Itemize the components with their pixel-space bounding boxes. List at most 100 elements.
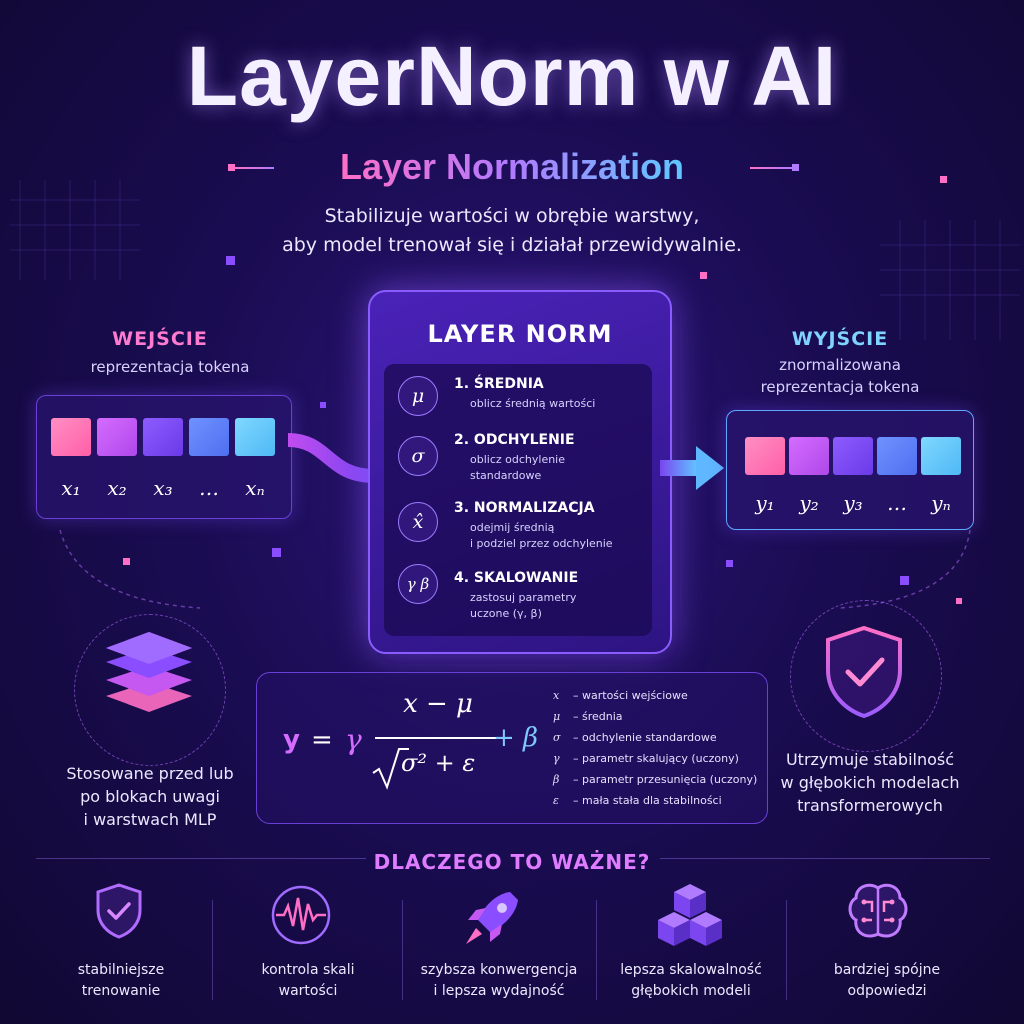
sparkle xyxy=(272,548,281,557)
cubes-icon xyxy=(658,884,722,946)
left-note: Stosowane przed lub po blokach uwagi i w… xyxy=(40,762,260,831)
sigma-icon: σ xyxy=(398,436,438,476)
layer-norm-steps: μ 1. ŚREDNIA oblicz średnią wartości σ 2… xyxy=(384,364,652,636)
why-item-line: trenowanie xyxy=(81,983,161,999)
left-note-line: i warstwach MLP xyxy=(83,810,217,829)
layer-norm-card: LAYER NORM μ 1. ŚREDNIA oblicz średnią w… xyxy=(368,290,672,654)
output-cube xyxy=(833,437,873,475)
sqrt-sign xyxy=(372,748,409,790)
shield-check-icon xyxy=(826,625,902,719)
legend-item: σ – odchylenie standardowe xyxy=(553,727,763,748)
why-item-line: głębokich modeli xyxy=(631,983,751,999)
rocket-icon xyxy=(466,892,518,944)
formula-numerator: x − μ xyxy=(403,689,473,719)
formula-beta: + β xyxy=(493,723,539,753)
divider-dot xyxy=(228,164,235,171)
output-vector-box: y₁ y₂ y₃ … yₙ xyxy=(726,410,974,530)
column-divider xyxy=(402,900,403,1000)
input-cube xyxy=(97,418,137,456)
why-item-line: i lepsza wydajność xyxy=(433,983,565,999)
why-item-line: kontrola skali xyxy=(261,962,355,978)
input-cube xyxy=(235,418,275,456)
output-label: yₙ xyxy=(931,491,951,515)
sparkle xyxy=(726,560,733,567)
left-note-line: Stosowane przed lub xyxy=(66,764,234,783)
legend-item: x – wartości wejściowe xyxy=(553,685,763,706)
output-label: y₁ xyxy=(755,491,775,515)
output-heading: WYJŚCIE xyxy=(791,328,889,350)
legend-text: – wartości wejściowe xyxy=(573,689,688,702)
brain-icon xyxy=(848,883,908,938)
legend-symbol: σ xyxy=(553,731,561,744)
formula-equals: = xyxy=(311,725,333,755)
input-label: x₁ xyxy=(61,476,81,500)
layers-icon xyxy=(106,632,192,712)
input-heading: WEJŚCIE xyxy=(112,328,208,350)
formula-gamma: γ xyxy=(345,723,362,756)
sparkle xyxy=(320,402,326,408)
why-item: szybsza konwergencja i lepsza wydajność xyxy=(404,960,594,1002)
why-item-line: lepsza skalowalność xyxy=(620,962,762,978)
why-item-line: wartości xyxy=(278,983,338,999)
output-caption: znormalizowana reprezentacja tokena xyxy=(720,354,960,398)
why-item-line: szybsza konwergencja xyxy=(420,962,578,978)
input-cube xyxy=(51,418,91,456)
column-divider xyxy=(596,900,597,1000)
step-description: oblicz średnią wartości xyxy=(470,397,596,410)
sparkle xyxy=(956,598,962,604)
formula-legend: x – wartości wejściowe μ – średnia σ – odch… xyxy=(553,685,763,811)
why-title: DLACZEGO TO WAŻNE? xyxy=(373,850,651,874)
sparkle xyxy=(700,272,707,279)
step-heading: 4. SKALOWANIE xyxy=(454,570,579,586)
input-label: … xyxy=(199,476,219,500)
step-heading: 3. NORMALIZACJA xyxy=(454,500,595,516)
step-description: oblicz odchylenie xyxy=(470,453,566,466)
decorative-arc xyxy=(59,529,201,609)
output-cube xyxy=(877,437,917,475)
input-cube xyxy=(189,418,229,456)
decorative-circle xyxy=(790,600,942,752)
divider-dot xyxy=(792,164,799,171)
output-arrow xyxy=(660,446,724,490)
output-label: … xyxy=(887,491,907,515)
output-cube xyxy=(921,437,961,475)
output-caption-line: reprezentacja tokena xyxy=(760,378,920,396)
input-vector-box: x₁ x₂ x₃ … xₙ xyxy=(36,395,292,519)
step-description: i podziel przez odchylenie xyxy=(470,537,613,550)
column-divider xyxy=(212,900,213,1000)
mu-icon: μ xyxy=(398,376,438,416)
divider xyxy=(232,167,274,169)
legend-text: – średnia xyxy=(573,710,623,723)
decorative-circle xyxy=(74,614,226,766)
tagline: Stabilizuje wartości w obrębie warstwy, … xyxy=(0,202,1024,260)
output-label: y₃ xyxy=(843,491,863,515)
why-item-line: bardziej spójne xyxy=(833,962,941,978)
page-title: LayerNorm w AI xyxy=(186,29,838,123)
legend-symbol: μ xyxy=(553,710,561,723)
output-cube xyxy=(745,437,785,475)
formula-denominator: σ² + ε xyxy=(401,749,476,777)
why-item: lepsza skalowalność głębokich modeli xyxy=(598,960,784,1002)
legend-text: – parametr przesunięcia (uczony) xyxy=(573,773,758,786)
formula-panel: y = γ x − μ σ² + ε + β x – wartości wejśc… xyxy=(256,672,768,824)
waveform-icon xyxy=(271,885,331,945)
divider xyxy=(750,167,792,169)
divider xyxy=(660,858,990,859)
legend-symbol: x xyxy=(553,689,560,702)
sparkle xyxy=(900,576,909,585)
why-item: kontrola skali wartości xyxy=(218,960,398,1002)
legend-symbol: ε xyxy=(553,794,559,807)
formula-lhs: y xyxy=(283,725,300,755)
right-note-line: transformerowych xyxy=(797,796,943,815)
legend-text: – odchylenie standardowe xyxy=(573,731,717,744)
sparkle xyxy=(940,176,947,183)
legend-text: – parametr skalujący (uczony) xyxy=(573,752,739,765)
output-label: y₂ xyxy=(799,491,819,515)
output-caption-line: znormalizowana xyxy=(779,356,901,374)
step-description: zastosuj parametry xyxy=(470,591,577,604)
step-description: uczone (γ, β) xyxy=(470,607,542,620)
output-cube xyxy=(789,437,829,475)
legend-item: γ– parametr skalujący (uczony) xyxy=(553,748,763,769)
shield-check-icon xyxy=(96,883,142,939)
layer-norm-title: LAYER NORM xyxy=(427,320,613,348)
